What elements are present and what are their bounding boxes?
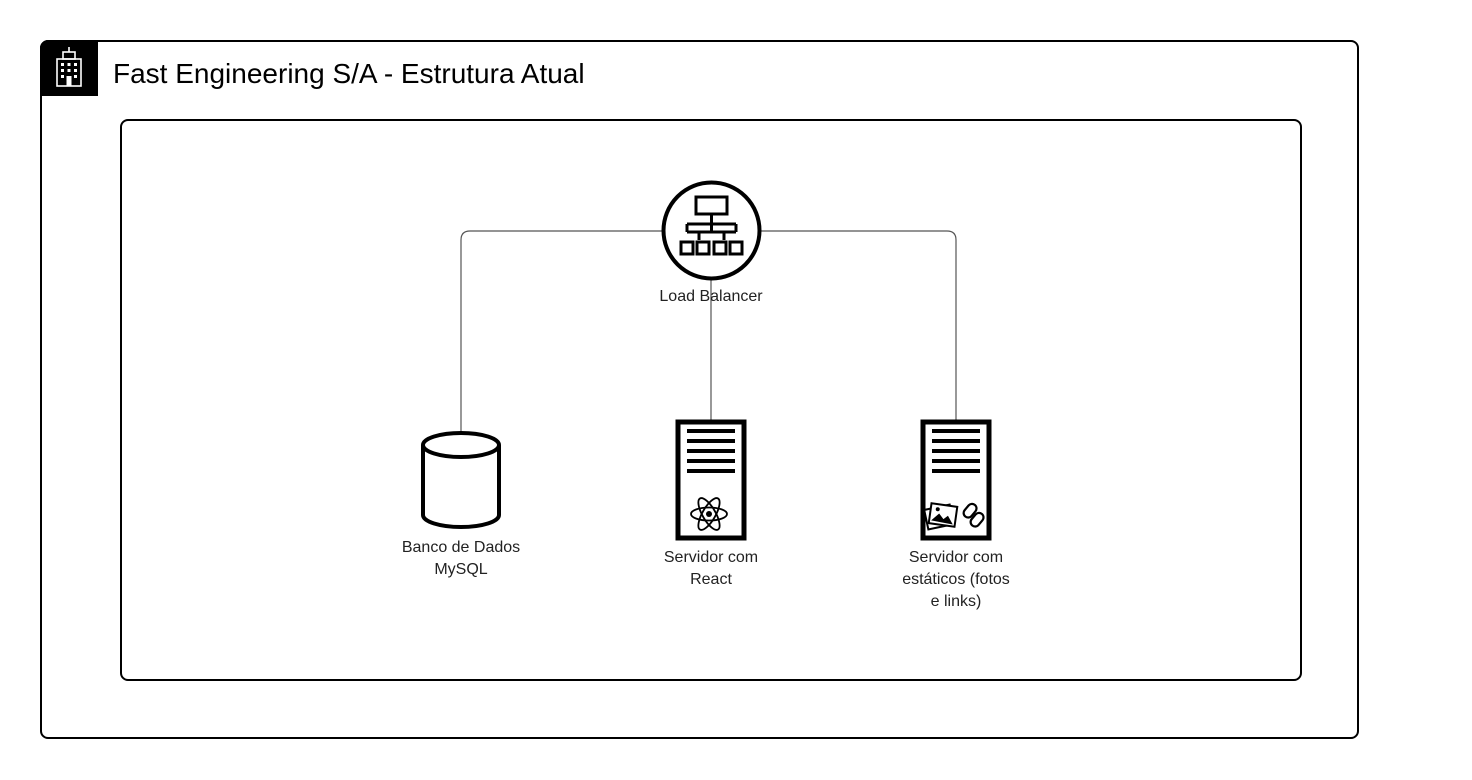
photos-icon — [923, 502, 959, 531]
diagram-title: Fast Engineering S/A - Estrutura Atual — [113, 58, 585, 89]
building-icon — [40, 40, 98, 96]
network-hierarchy-icon — [661, 180, 762, 281]
outer-container — [40, 40, 1359, 739]
server-react-icon — [675, 419, 747, 541]
react-atom-icon — [690, 497, 728, 531]
database-label: Banco de Dados MySQL — [401, 539, 521, 578]
database-cylinder-icon — [421, 431, 501, 529]
inner-container — [120, 119, 1302, 681]
edge-lb-to-static-server — [759, 230, 957, 421]
load-balancer-label: Load Balancer — [659, 288, 763, 305]
react-server-label: Servidor com React — [663, 549, 759, 588]
link-chain-icon — [962, 502, 985, 528]
static-server-label: Servidor com estáticos (fotos e links) — [902, 549, 1010, 610]
server-images-links-icon — [920, 419, 992, 541]
edge-lb-to-database — [460, 230, 664, 432]
